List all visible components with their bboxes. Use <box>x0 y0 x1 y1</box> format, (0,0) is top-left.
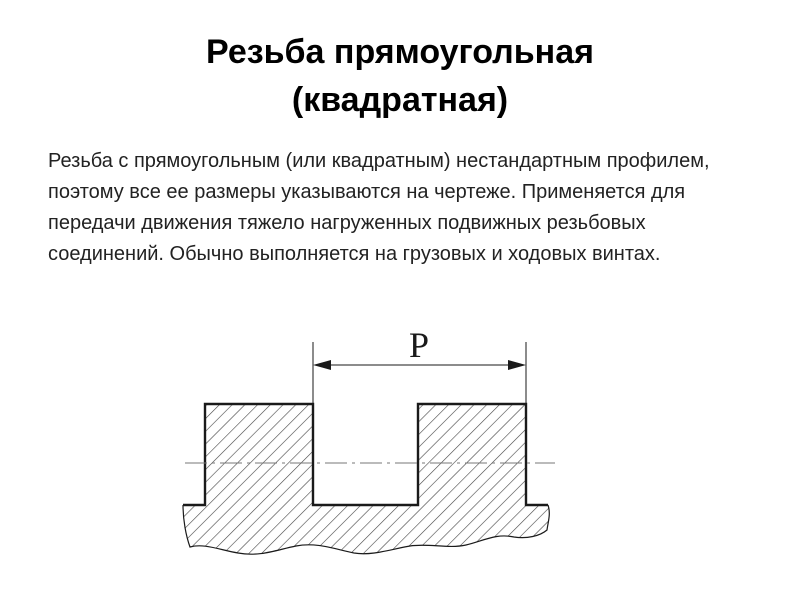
title-line-1: Резьба прямоугольная <box>206 33 594 71</box>
break-line <box>182 504 550 555</box>
thread-profile-outline <box>183 402 548 507</box>
slide-title: Резьба прямоугольная (квадратная) <box>0 28 800 124</box>
description-paragraph: Резьба с прямоугольным (или квадратным) … <box>48 150 710 265</box>
pitch-label: P <box>409 325 429 365</box>
hatched-section <box>183 404 550 555</box>
title-line-2: (квадратная) <box>291 81 509 119</box>
pitch-arrow-right <box>508 360 526 370</box>
pitch-arrow-left <box>313 360 331 370</box>
